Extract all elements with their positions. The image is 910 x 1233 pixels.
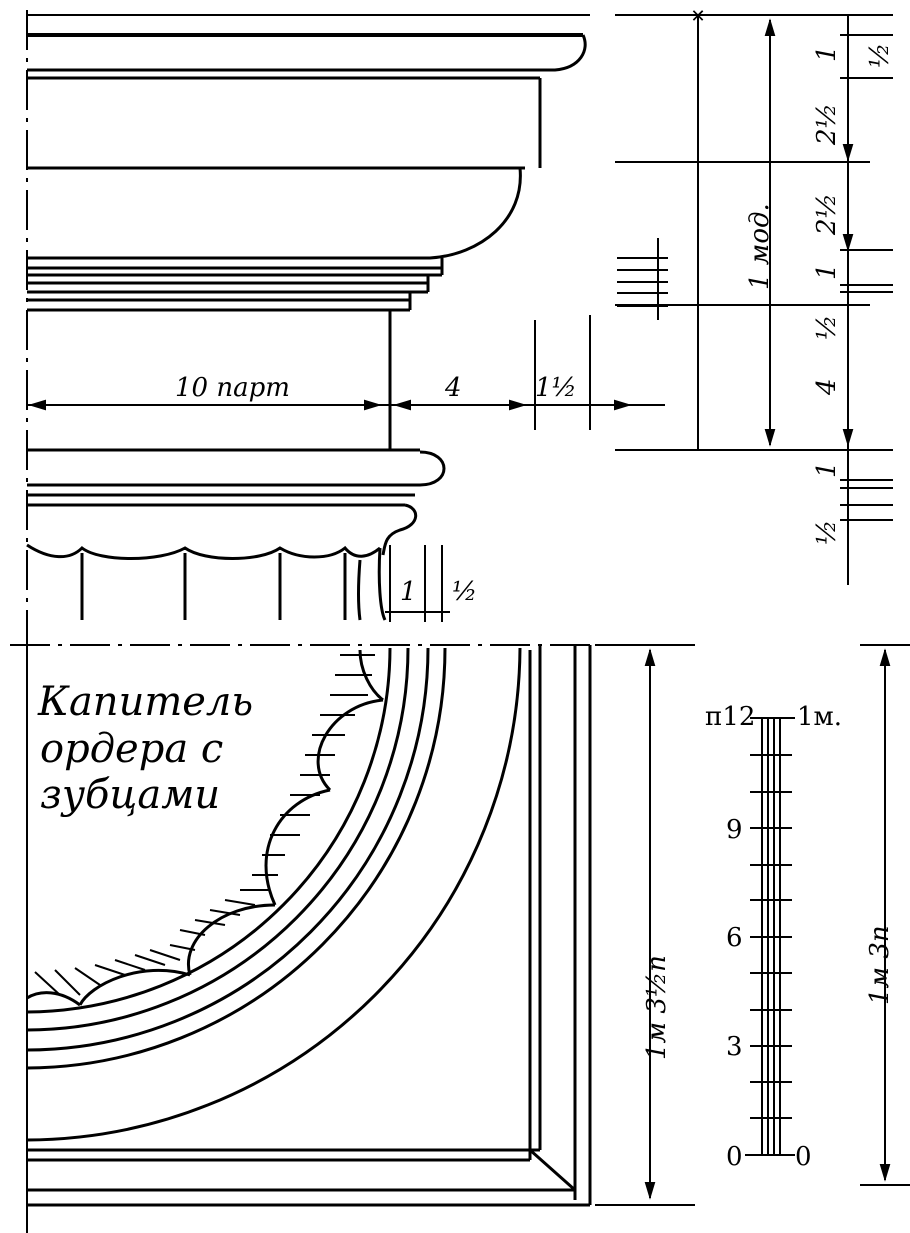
flute-hatching	[34, 654, 375, 996]
scale-tick-9: 9	[726, 815, 743, 845]
dim-flute-half: ½	[452, 577, 477, 607]
dim-v9: ½	[812, 520, 842, 545]
svg-text:✕: ✕	[690, 6, 705, 27]
scale-top-right: 1м.	[797, 702, 842, 732]
dim-v6: ½	[812, 315, 842, 340]
scale-tick-3: 3	[726, 1032, 743, 1062]
dim-v3: 2½	[812, 103, 842, 146]
scale-bar	[745, 717, 795, 1156]
dim-v8: 1	[812, 461, 842, 478]
capital-elevation	[26, 10, 590, 640]
vertical-dimensions: ✕	[615, 6, 893, 585]
horizontal-dimension	[27, 315, 665, 430]
scale-tick-6: 6	[726, 923, 743, 953]
dim-v2: ½	[865, 43, 895, 68]
dim-v1: 1	[812, 45, 842, 62]
dim-1-half-a: 1½	[535, 373, 577, 403]
flute-dimension	[385, 545, 450, 622]
dim-v5: 1	[812, 263, 842, 280]
dim-10-parts: 10 парт	[175, 373, 290, 403]
title-line1: Капитель	[37, 679, 253, 725]
plan-dim-left: 1м 3½п	[642, 955, 672, 1060]
plan-dimensions	[595, 644, 910, 1206]
scale-top-left: п12	[705, 702, 755, 732]
dim-module: 1 мод.	[745, 203, 775, 290]
title-line3: зубцами	[40, 772, 220, 818]
title-line2: ордера с	[40, 726, 223, 772]
dim-4: 4	[444, 373, 462, 403]
plan-dim-right: 1м 3п	[865, 925, 895, 1005]
dim-v4: 2½	[812, 193, 842, 236]
scale-bottom-right: 0	[795, 1142, 812, 1172]
dim-v7: 4	[812, 378, 842, 396]
scale-bottom-left: 0	[726, 1142, 743, 1172]
dim-flute-1: 1	[400, 577, 417, 607]
